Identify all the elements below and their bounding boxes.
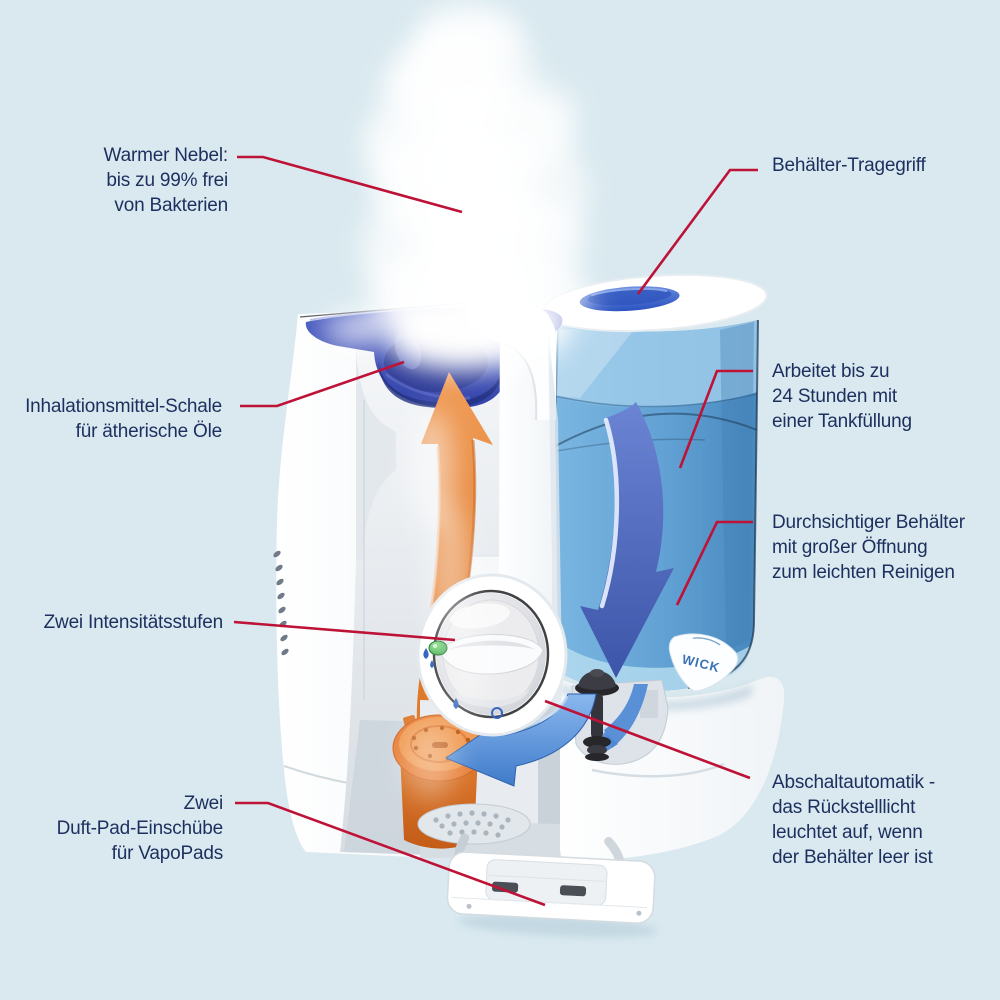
label-line: für ätherische Öle xyxy=(75,421,223,442)
label-line: Durchsichtiger Behälter xyxy=(772,512,965,533)
label-line: Duft-Pad-Einschübe xyxy=(56,818,224,839)
label-line: mit großer Öffnung xyxy=(772,537,928,558)
callout-intensity xyxy=(233,620,456,642)
label-line: Inhalationsmittel-Schale xyxy=(25,396,222,417)
label-line: von Bakterien xyxy=(114,195,228,216)
label-line: Zwei xyxy=(183,793,224,814)
tank-valve xyxy=(571,669,669,765)
callout-transparent-tank xyxy=(675,520,753,606)
waterline xyxy=(553,393,758,408)
steam-mist-front xyxy=(322,6,593,800)
label-intensity: Zwei Intensitätsstufen xyxy=(43,610,224,635)
vapopad-tray xyxy=(446,833,659,938)
base-cutaway xyxy=(392,693,659,938)
callout-auto-shutoff xyxy=(544,699,751,780)
label-line: der Behälter leer ist xyxy=(772,847,933,868)
callout-scent-pads xyxy=(235,801,546,907)
label-line: leuchtet auf, wenn xyxy=(772,822,923,843)
tank-lid xyxy=(542,273,768,333)
drip-grate xyxy=(417,803,531,845)
label-transparent-tank: Durchsichtiger Behälter mit großer Öffnu… xyxy=(772,510,965,585)
label-line: für VapoPads xyxy=(111,843,224,864)
label-line: Arbeitet bis zu xyxy=(772,361,890,382)
label-line: Abschaltautomatik - xyxy=(772,772,936,793)
label-line: Zwei Intensitätsstufen xyxy=(43,612,224,633)
label-line: bis zu 99% frei xyxy=(106,170,228,191)
label-tank-handle: Behälter-Tragegriff xyxy=(772,153,926,178)
callout-inhalant-tray xyxy=(240,360,405,408)
callout-lines xyxy=(233,155,758,907)
label-auto-shutoff: Abschaltautomatik - das Rückstelllicht l… xyxy=(772,770,935,870)
label-line: 24 Stunden mit xyxy=(772,386,898,407)
label-scent-pads: Zwei Duft-Pad-Einschübe für VapoPads xyxy=(56,791,224,866)
label-line: einer Tankfüllung xyxy=(772,411,912,432)
label-line: Behälter-Tragegriff xyxy=(772,155,926,176)
wick-logo: WICK xyxy=(668,633,739,692)
label-runtime: Arbeitet bis zu 24 Stunden mit einer Tan… xyxy=(772,359,912,434)
water-tank: WICK xyxy=(542,273,768,692)
label-line: das Rückstelllicht xyxy=(772,797,916,818)
callout-warm-mist xyxy=(237,155,463,214)
water-flow-arrow xyxy=(580,402,674,678)
indicator-light xyxy=(428,640,448,656)
label-line: zum leichten Reinigen xyxy=(772,562,955,583)
label-warm-mist: Warmer Nebel: bis zu 99% frei von Bakter… xyxy=(103,143,229,218)
label-line: Warmer Nebel: xyxy=(103,145,229,166)
callout-tank-handle xyxy=(636,168,758,295)
callout-runtime xyxy=(678,369,753,469)
off-symbol xyxy=(491,707,503,719)
label-inhalant-tray: Inhalationsmittel-Schale für ätherische … xyxy=(25,394,222,444)
